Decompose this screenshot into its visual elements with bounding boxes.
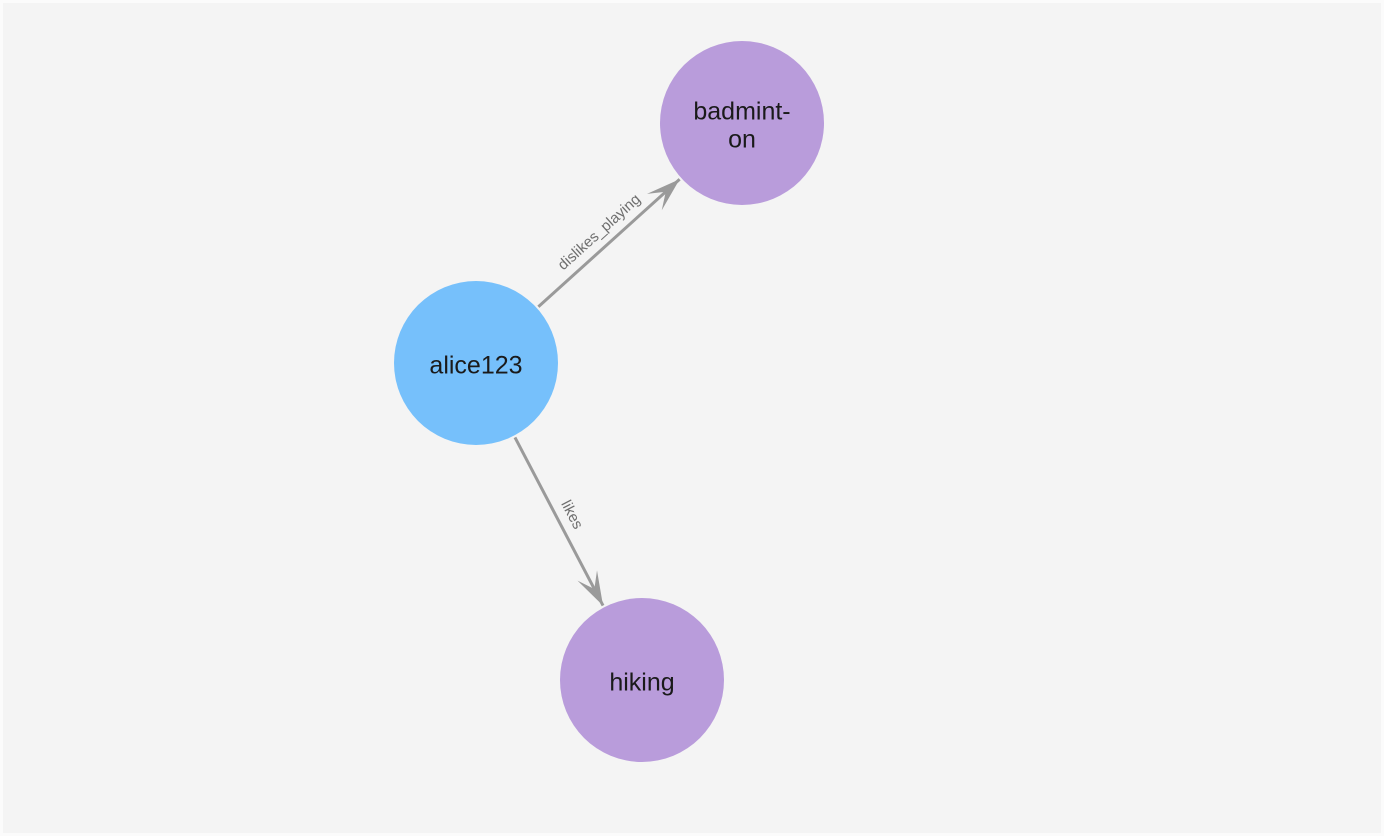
node-hiking[interactable]: hiking bbox=[560, 598, 724, 762]
node-badminton[interactable]: badmint- on bbox=[660, 41, 824, 205]
node-layer: badmint- on alice123 hiking bbox=[394, 41, 824, 762]
edge-alice123-badminton[interactable]: dislikes_playing bbox=[537, 178, 681, 308]
node-circle[interactable] bbox=[394, 281, 558, 445]
edge-arrowhead-icon bbox=[577, 570, 604, 606]
node-circle[interactable] bbox=[560, 598, 724, 762]
edge-line bbox=[537, 178, 681, 308]
edge-label: dislikes_playing bbox=[555, 191, 644, 274]
graph-svg: dislikes_playing likes badmint- on alice… bbox=[394, 41, 824, 762]
edge-line bbox=[513, 436, 605, 607]
edge-alice123-hiking[interactable]: likes bbox=[513, 436, 605, 607]
node-circle[interactable] bbox=[660, 41, 824, 205]
node-alice123[interactable]: alice123 bbox=[394, 281, 558, 445]
edge-arrowhead-icon bbox=[647, 179, 680, 211]
